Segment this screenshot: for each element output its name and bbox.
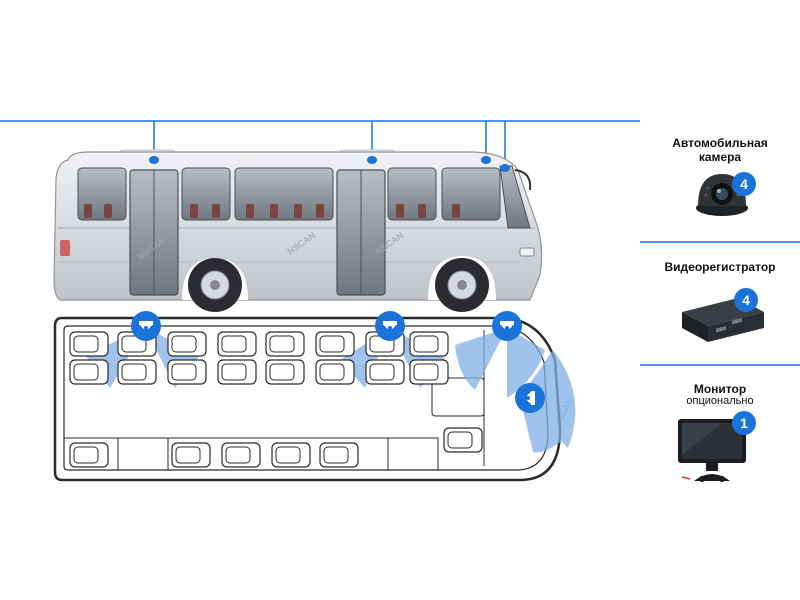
- seat: [217, 359, 257, 385]
- floor-camera-1: [131, 311, 161, 341]
- badge-monitor: 1: [732, 411, 756, 435]
- badge-dvr: 4: [734, 288, 758, 312]
- roof-camera-3: [481, 156, 491, 164]
- badge-monitor-number: 1: [740, 415, 748, 431]
- seat: [271, 442, 311, 468]
- roof-camera-1: [149, 156, 159, 164]
- bus-side-view: [53, 149, 543, 312]
- floor-camera-4: [515, 383, 545, 413]
- roof-camera-4: [500, 164, 510, 172]
- badge-camera: 4: [732, 172, 756, 196]
- dvr-title: Видеорегистратор: [664, 260, 776, 274]
- seat: [365, 359, 405, 385]
- monitor-icon: [678, 419, 746, 482]
- badge-camera-number: 4: [740, 176, 748, 192]
- seat: [409, 359, 449, 385]
- floor-camera-markers: [131, 311, 545, 413]
- seat: [315, 331, 355, 357]
- floor-camera-2: [375, 311, 405, 341]
- monitor-title: Монитор: [693, 382, 747, 396]
- coverage-cone-4: [520, 350, 576, 448]
- seat: [171, 442, 211, 468]
- seat: [69, 442, 109, 468]
- dome-camera-icon: [696, 174, 748, 216]
- seat: [167, 359, 207, 385]
- seat: [265, 331, 305, 357]
- coverage-cone-3: [455, 328, 507, 390]
- camera-title-line1: Автомобильная: [672, 136, 768, 150]
- coverage-cone-3b: [507, 328, 545, 398]
- seat: [443, 427, 483, 453]
- coverage-cone-1b: [146, 328, 200, 388]
- camera-title-line2: камера: [698, 150, 742, 164]
- seat: [319, 442, 359, 468]
- roof-camera-2: [367, 156, 377, 164]
- monitor-subtitle: опционально: [686, 395, 754, 407]
- floor-camera-3: [492, 311, 522, 341]
- seat-layout: [69, 331, 483, 468]
- badge-dvr-number: 4: [742, 292, 750, 308]
- seat: [315, 359, 355, 385]
- seat: [69, 331, 109, 357]
- seat: [217, 331, 257, 357]
- seat: [265, 359, 305, 385]
- seat: [409, 331, 449, 357]
- seat: [69, 359, 109, 385]
- seat: [221, 442, 261, 468]
- seat: [117, 359, 157, 385]
- seat: [167, 331, 207, 357]
